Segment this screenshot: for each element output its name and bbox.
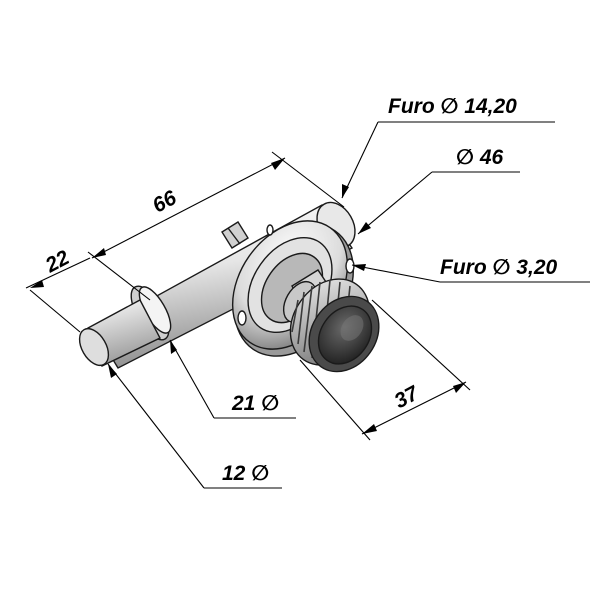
label-knob-length: 37: [391, 381, 424, 413]
tip-shaft: [78, 299, 161, 367]
rear-stub: [221, 221, 249, 249]
knurled-knob: [289, 278, 380, 373]
label-shaft-diameter: 12 ∅: [222, 462, 269, 485]
mount-hole-left: [237, 310, 247, 326]
label-end-length: 22: [41, 246, 74, 278]
pin-part: [78, 201, 380, 373]
label-collar-diameter: 21 ∅: [231, 392, 279, 415]
mount-hole-bottom: [266, 224, 274, 236]
label-hole-small: Furo ∅ 3,20: [440, 256, 558, 279]
label-hole-large: Furo ∅ 14,20: [388, 95, 517, 118]
dimension-lines: [25, 121, 590, 489]
mount-hole-top: [345, 258, 355, 274]
label-total-length: 66: [149, 186, 181, 217]
label-flange-diameter: ∅ 46: [456, 146, 503, 169]
